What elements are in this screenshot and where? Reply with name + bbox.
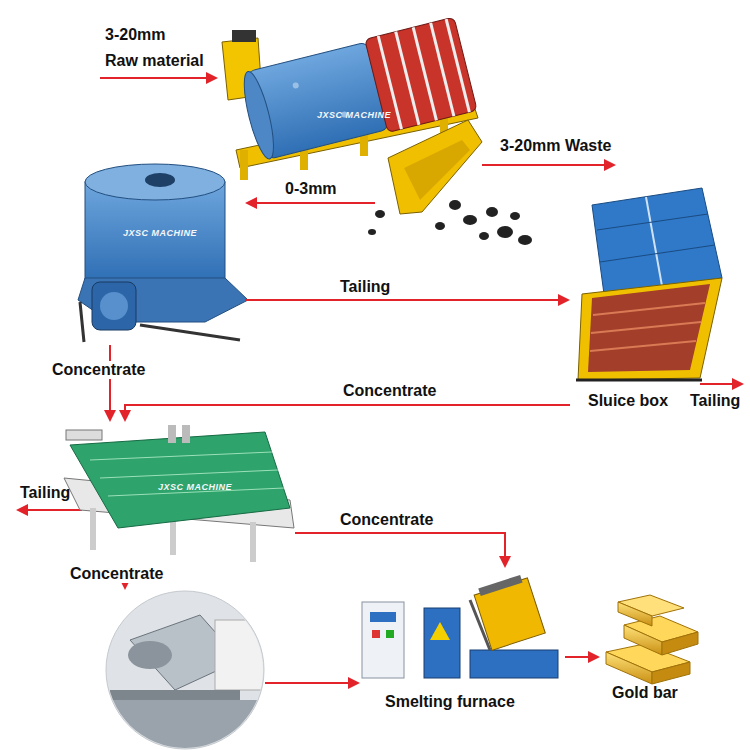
- tailing-label: Tailing: [20, 484, 70, 502]
- gold-bars: [606, 595, 698, 684]
- flow-line: [255, 202, 375, 204]
- flow-label: Concentrate: [68, 565, 165, 583]
- table-tailing-arrow: [16, 504, 82, 516]
- arrow-head: [104, 410, 116, 422]
- feed-arrow: [100, 72, 218, 84]
- flow-label: Tailing: [340, 278, 390, 296]
- arrow-head: [558, 294, 570, 306]
- flow-line: [265, 682, 350, 684]
- gold-bar-node: Gold bar: [600, 592, 708, 704]
- flow-line: [565, 656, 590, 658]
- flow-arrow: [265, 677, 360, 689]
- sluice-box: [576, 188, 722, 380]
- machine-caption: Gold bar: [612, 684, 678, 702]
- flow-line: [245, 299, 560, 301]
- watermark: JXSC MACHINE: [158, 482, 232, 493]
- mixer-node: [105, 590, 265, 748]
- machine-caption: Smelting furnace: [385, 693, 515, 711]
- flow-arrow: [119, 405, 570, 422]
- flow-arrow: [565, 651, 600, 663]
- arrow-head: [348, 677, 360, 689]
- shaking-table-node: JXSC MACHINE: [60, 422, 295, 565]
- trommel-node: JXSC MACHINE: [222, 18, 482, 203]
- arrow-head: [588, 651, 600, 663]
- flow-label: Concentrate: [343, 382, 436, 400]
- sluice-tailing-arrow: [700, 378, 744, 390]
- tailing-label: Tailing: [690, 392, 740, 410]
- flow-label: 0-3mm: [285, 180, 337, 198]
- size-note: 3-20mm: [105, 26, 165, 44]
- watermark: JXSC MACHINE: [317, 110, 391, 121]
- machine-caption: Sluice box: [588, 392, 668, 410]
- input-label: Raw material: [105, 52, 204, 70]
- flow-label: Concentrate: [340, 511, 433, 529]
- arrow-head: [245, 197, 257, 209]
- arrow-head: [119, 410, 131, 422]
- concentrator-node: JXSC MACHINE: [75, 160, 245, 345]
- waste-arrow: [482, 159, 616, 171]
- flow-line: [295, 533, 505, 558]
- centrifugal-concentrator: [78, 164, 248, 342]
- sluice-node: Sluice box: [570, 185, 725, 413]
- flow-label: Concentrate: [50, 361, 147, 379]
- shaking-table: [64, 425, 294, 562]
- watermark: JXSC MACHINE: [123, 228, 197, 239]
- flow-arrow: [104, 345, 116, 422]
- flow-line: [125, 405, 570, 412]
- mixer-photo: [100, 591, 280, 750]
- flow-arrow: [245, 197, 375, 209]
- trommel-screen: [222, 17, 532, 245]
- flow-arrow: [245, 294, 570, 306]
- smelting-furnace: [362, 573, 558, 678]
- arrow-head: [499, 556, 511, 568]
- flow-arrow: [295, 533, 511, 568]
- waste-label: 3-20mm Waste: [500, 137, 611, 155]
- furnace-node: Smelting furnace: [360, 568, 565, 714]
